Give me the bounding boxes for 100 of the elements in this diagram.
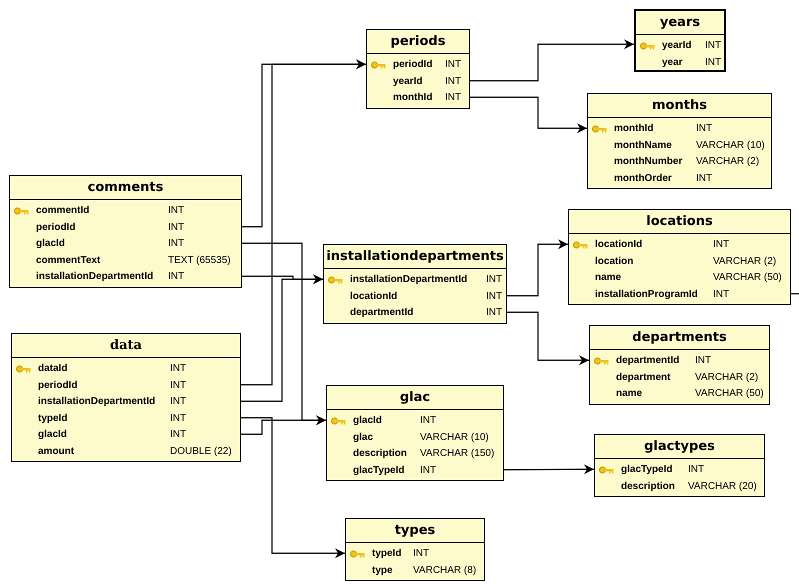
column-name: glacId — [38, 430, 68, 440]
table-title: locations — [646, 215, 713, 228]
column-type: INT — [688, 465, 704, 476]
column-type: INT — [168, 239, 184, 250]
table-box — [323, 244, 507, 324]
relationship-arrow — [241, 59, 366, 386]
column-type: INT — [486, 308, 502, 318]
column-type: VARCHAR (150) — [420, 449, 494, 460]
column-type: INT — [168, 272, 184, 282]
table-title: installationdepartments — [326, 250, 504, 263]
column-name: departmentId — [350, 308, 414, 318]
table-box — [568, 209, 791, 305]
relationship-arrow — [241, 274, 323, 402]
column-type: INT — [168, 206, 184, 216]
column-name: glacId — [353, 416, 383, 426]
column-name: description — [353, 449, 408, 460]
table-title: comments — [88, 181, 164, 194]
column-type: VARCHAR (2) — [713, 256, 776, 267]
column-name: year — [662, 58, 684, 68]
column-name: installationDepartmentId — [350, 275, 468, 286]
column-name: periodId — [38, 380, 78, 391]
column-type: INT — [445, 93, 462, 104]
column-type: INT — [170, 397, 186, 408]
table-box — [345, 518, 485, 581]
column-name: monthOrder — [614, 174, 673, 184]
column-name: commentText — [36, 256, 102, 266]
table-title: glac — [400, 391, 430, 404]
relationship-arrow — [241, 415, 326, 435]
column-name: departmentId — [616, 356, 680, 366]
column-name: name — [595, 273, 622, 284]
relationship-arrow — [470, 39, 634, 82]
table-box — [366, 29, 470, 108]
column-type: INT — [445, 76, 462, 87]
column-name: location — [595, 256, 634, 267]
table-title: types — [394, 524, 436, 537]
column-type: VARCHAR (20) — [688, 482, 757, 492]
column-name: monthName — [614, 140, 673, 151]
column-type: INT — [170, 414, 186, 424]
table-box — [594, 434, 765, 497]
column-type: INT — [713, 240, 730, 250]
relationship-arrow — [470, 96, 587, 134]
column-name: typeId — [372, 549, 402, 560]
table-title: years — [660, 16, 700, 29]
column-type: INT — [445, 60, 462, 70]
column-type: INT — [420, 466, 436, 476]
column-type: DOUBLE (22) — [170, 446, 232, 457]
table-box — [11, 333, 241, 462]
column-type: INT — [420, 416, 436, 426]
column-name: type — [372, 566, 394, 576]
column-name: description — [621, 482, 676, 492]
column-type: VARCHAR (10) — [696, 140, 765, 151]
column-name: glacTypeId — [353, 466, 406, 476]
column-name: locationId — [595, 240, 644, 250]
column-name: name — [616, 389, 644, 400]
relationship-arrow — [241, 417, 345, 558]
column-name: glac — [353, 432, 374, 443]
table-title: months — [652, 99, 707, 112]
column-name: yearId — [662, 41, 692, 52]
column-name: monthNumber — [614, 157, 684, 168]
column-name: typeId — [38, 414, 68, 424]
column-name: glacTypeId — [621, 465, 674, 476]
column-name: installationProgramId — [595, 290, 699, 300]
column-name: department — [616, 372, 672, 383]
column-type: INT — [170, 364, 186, 374]
column-type: VARCHAR (50) — [695, 389, 764, 400]
column-name: glacId — [36, 239, 66, 250]
relationship-arrow — [507, 312, 589, 366]
column-type: VARCHAR (2) — [695, 372, 758, 383]
column-name: periodId — [36, 222, 76, 233]
column-type: INT — [705, 58, 722, 68]
column-type: INT — [413, 549, 430, 560]
column-name: monthId — [614, 124, 654, 134]
column-name: monthId — [393, 93, 434, 104]
column-name: installationDepartmentId — [36, 272, 154, 282]
relationship-arrow — [507, 239, 568, 296]
table-title: data — [110, 339, 142, 352]
column-name: installationDepartmentId — [38, 397, 156, 408]
table-box — [9, 175, 242, 288]
table-box — [587, 93, 772, 189]
column-type: INT — [170, 380, 186, 391]
column-name: amount — [38, 446, 76, 457]
column-type: INT — [170, 430, 186, 440]
table-box — [589, 325, 770, 404]
column-type: INT — [486, 292, 502, 302]
column-type: INT — [486, 275, 502, 286]
column-type: VARCHAR (10) — [420, 432, 489, 443]
column-type: VARCHAR (8) — [413, 566, 476, 576]
column-type: VARCHAR (50) — [713, 273, 782, 284]
column-type: INT — [713, 290, 730, 300]
column-type: INT — [696, 174, 712, 184]
column-name: commentId — [36, 206, 90, 216]
relationship-arrow — [504, 464, 594, 474]
column-type: TEXT (65535) — [168, 256, 231, 266]
column-name: locationId — [350, 292, 398, 302]
column-type: INT — [696, 124, 712, 134]
column-name: dataId — [38, 364, 68, 374]
table-box — [326, 385, 504, 481]
column-name: yearId — [393, 76, 424, 87]
column-type: VARCHAR (2) — [696, 157, 760, 168]
column-name: periodId — [393, 60, 434, 70]
